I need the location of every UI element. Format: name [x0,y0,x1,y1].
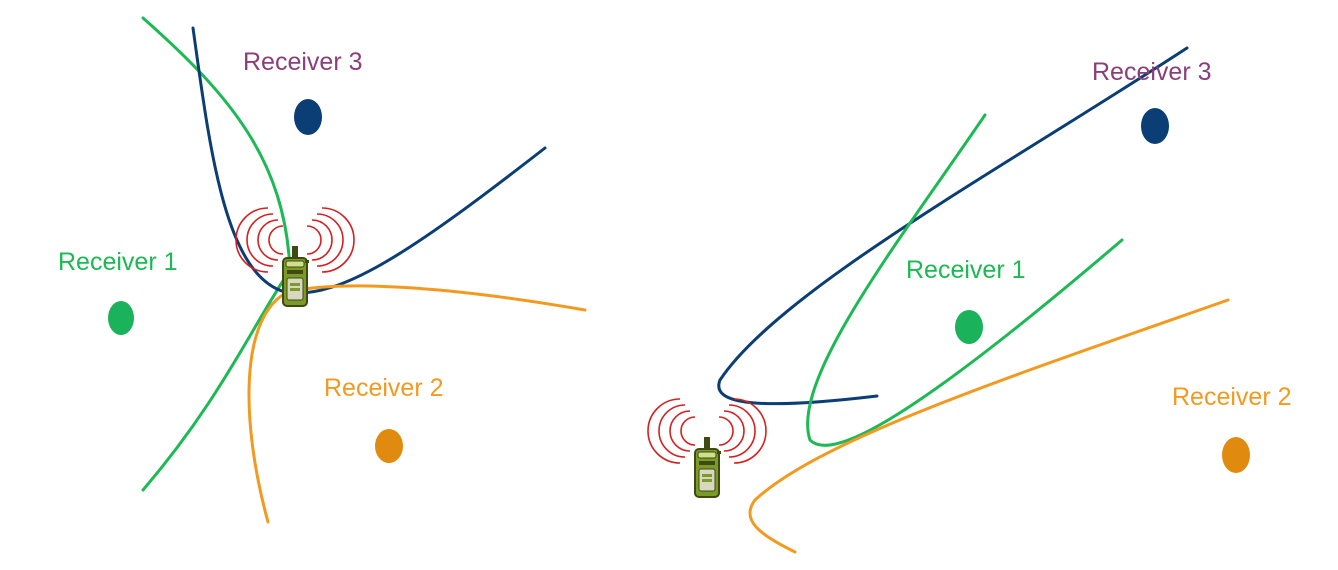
right-receiver3-label: Receiver 3 [1092,58,1212,86]
right-curve-receiver1 [806,113,1124,447]
left-transmitter [235,207,355,307]
left-panel: Receiver 1 Receiver 2 Receiver 3 [58,16,587,524]
right-receiver1-label: Receiver 1 [906,256,1026,284]
right-curve-receiver3 [717,46,1189,406]
left-receiver1-label: Receiver 1 [58,248,178,276]
right-receiver3-dot [1141,108,1169,144]
handheld-radio-icon [282,245,310,307]
right-receiver1-dot [955,310,983,344]
left-receiver2-label: Receiver 2 [324,374,444,402]
right-curve-receiver2 [748,298,1230,554]
right-transmitter [647,398,767,498]
left-receiver3-dot [294,99,322,135]
right-receiver2-label: Receiver 2 [1172,383,1292,411]
left-receiver3-label: Receiver 3 [243,48,363,76]
handheld-radio-icon [694,436,722,498]
right-receiver2-dot [1222,437,1250,473]
left-receiver1-dot [108,301,134,335]
left-receiver2-dot [375,429,403,463]
left-curve-receiver2 [247,284,587,524]
right-panel: Receiver 1 Receiver 2 Receiver 3 [647,46,1292,554]
